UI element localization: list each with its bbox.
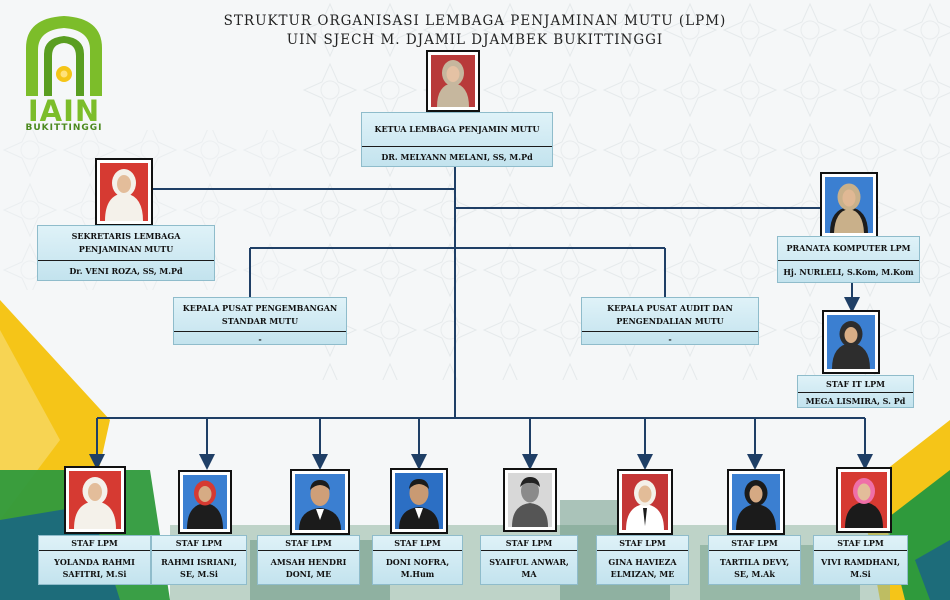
staff-photo	[390, 468, 448, 534]
secretary-role: SEKRETARIS LEMBAGA PENJAMINAN MUTU	[71, 231, 181, 254]
staff-name: TARTILA DEVY, SE, M.Ak	[709, 550, 800, 585]
pranata-name: Hj. NURLELI, S.Kom, M.Kom	[778, 260, 919, 283]
person-suit-icon	[399, 479, 439, 529]
staff-card: STAF LPM GINA HAVIEZA ELMIZAN, ME	[596, 535, 689, 585]
staff-name: YOLANDA RAHMI SAFITRI, M.Si	[39, 550, 150, 585]
staff-card: STAF LPM YOLANDA RAHMI SAFITRI, M.Si	[38, 535, 151, 585]
staff-name: DONI NOFRA, M.Hum	[373, 550, 462, 585]
staff-name: GINA HAVIEZA ELMIZAN, ME	[597, 550, 688, 585]
staff-role: STAF LPM	[285, 537, 332, 548]
staff-photo	[617, 469, 673, 535]
person-hijab-icon	[830, 183, 868, 233]
staff-photo	[503, 468, 557, 532]
it-staff-role: STAF IT LPM	[826, 378, 885, 389]
pranata-role: PRANATA KOMPUTER LPM	[786, 243, 911, 253]
staff-photo	[178, 470, 232, 534]
person-casual-icon	[512, 477, 548, 527]
staff-card: STAF LPM DONI NOFRA, M.Hum	[372, 535, 463, 585]
it-staff-card: STAF IT LPM MEGA LISMIRA, S. Pd	[797, 375, 914, 408]
staff-role: STAF LPM	[394, 537, 441, 548]
person-hijab-icon	[74, 477, 116, 529]
chart-title: STRUKTUR ORGANISASI LEMBAGA PENJAMINAN M…	[223, 13, 727, 29]
pranata-photo	[820, 172, 878, 238]
staff-photo	[836, 467, 892, 533]
staff-role: STAF LPM	[837, 537, 884, 548]
staff-name: RAHMI ISRIANI, SE, M.Si	[152, 550, 246, 585]
logo-subtitle: BUKITTINGGI	[25, 123, 103, 133]
it-staff-photo	[822, 310, 880, 374]
staff-card: STAF LPM AMSAH HENDRI DONI, ME	[257, 535, 360, 585]
staff-card: STAF LPM RAHMI ISRIANI, SE, M.Si	[151, 535, 247, 585]
center-audit-card: KEPALA PUSAT AUDIT DAN PENGENDALIAN MUTU…	[581, 297, 759, 345]
staff-role: STAF LPM	[175, 537, 223, 548]
center-standard-name: -	[174, 331, 346, 345]
person-hijab-icon	[736, 480, 776, 530]
logo-wordmark: IAIN	[27, 94, 101, 128]
person-hijab-icon	[437, 60, 469, 107]
institution-logo: IAIN BUKITTINGGI	[18, 12, 110, 133]
staff-photo	[727, 469, 785, 535]
person-hijab-icon	[845, 478, 883, 528]
center-audit-name: -	[582, 331, 758, 345]
person-hijab-icon	[626, 480, 664, 530]
staff-photo	[290, 469, 350, 535]
it-staff-name: MEGA LISMIRA, S. Pd	[798, 392, 913, 408]
staff-photo	[64, 466, 126, 534]
head-card: KETUA LEMBAGA PENJAMIN MUTU DR. MELYANN …	[361, 112, 553, 167]
head-role: KETUA LEMBAGA PENJAMIN MUTU	[374, 124, 540, 134]
center-audit-role: KEPALA PUSAT AUDIT DAN PENGENDALIAN MUTU	[607, 302, 733, 326]
staff-role: STAF LPM	[731, 537, 778, 548]
staff-name: VIVI RAMDHANI, M.Si	[814, 550, 907, 585]
staff-name: SYAIFUL ANWAR, MA	[481, 550, 577, 585]
staff-card: STAF LPM VIVI RAMDHANI, M.Si	[813, 535, 908, 585]
secretary-photo	[95, 158, 153, 226]
center-standard-role: KEPALA PUSAT PENGEMBANGAN STANDAR MUTU	[182, 302, 338, 326]
pranata-card: PRANATA KOMPUTER LPM Hj. NURLELI, S.Kom,…	[777, 236, 920, 283]
staff-card: STAF LPM SYAIFUL ANWAR, MA	[480, 535, 578, 585]
staff-role: STAF LPM	[619, 537, 666, 548]
staff-card: STAF LPM TARTILA DEVY, SE, M.Ak	[708, 535, 801, 585]
secretary-card: SEKRETARIS LEMBAGA PENJAMINAN MUTU Dr. V…	[37, 225, 215, 281]
person-suit-icon	[299, 480, 341, 530]
staff-role: STAF LPM	[71, 537, 118, 548]
center-standard-card: KEPALA PUSAT PENGEMBANGAN STANDAR MUTU -	[173, 297, 347, 345]
secretary-name: Dr. VENI ROZA, SS, M.Pd	[38, 260, 214, 281]
person-hijab-icon	[832, 321, 870, 369]
logo-emblem-icon	[26, 16, 102, 96]
head-name: DR. MELYANN MELANI, SS, M.Pd	[362, 146, 552, 167]
person-hijab-icon	[105, 169, 143, 221]
head-photo	[426, 50, 480, 112]
staff-name: AMSAH HENDRI DONI, ME	[258, 550, 359, 585]
chart-subtitle: UIN SJECH M. DJAMIL DJAMBEK BUKITTINGGI	[286, 32, 664, 48]
staff-role: STAF LPM	[505, 537, 553, 548]
person-hijab-icon	[187, 480, 223, 529]
